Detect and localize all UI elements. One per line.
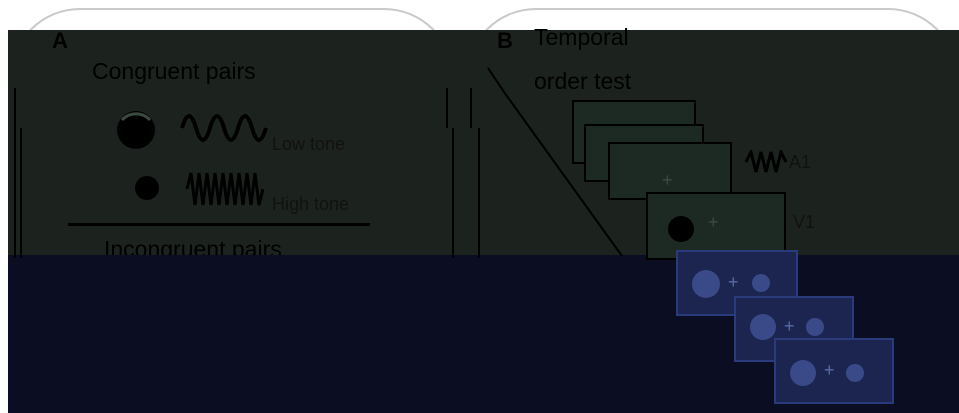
a1-tone-wave-icon bbox=[744, 150, 788, 173]
visual-stimulus-circle-icon bbox=[668, 216, 694, 242]
fixation-cross: + bbox=[824, 360, 835, 380]
fixation-cross: + bbox=[784, 316, 795, 336]
response-circle-left-icon bbox=[790, 360, 816, 386]
response-circle-left-icon bbox=[692, 270, 720, 298]
congruent-heading: Congruent pairs bbox=[92, 58, 256, 84]
label-v1: V1 bbox=[793, 212, 816, 232]
panel-a-left-inner-border bbox=[20, 128, 22, 258]
response-circle-left-icon bbox=[750, 314, 776, 340]
high-tone-label: High tone bbox=[272, 194, 350, 214]
small-circle-stimulus-icon bbox=[135, 176, 159, 200]
response-circle-right-icon bbox=[806, 318, 824, 336]
fixation-cross: + bbox=[708, 212, 719, 232]
panel-a-letter: A bbox=[52, 28, 68, 53]
section-divider bbox=[68, 223, 370, 226]
response-circle-right-icon bbox=[752, 274, 770, 292]
large-circle-stimulus-icon bbox=[117, 111, 155, 149]
panel-a-right-inner-border bbox=[452, 128, 454, 258]
low-tone-label: Low tone bbox=[272, 134, 346, 154]
panel-b-left-inner-border bbox=[478, 128, 480, 258]
upper-dark-band bbox=[8, 30, 959, 255]
panel-b-title-line2: order test bbox=[534, 68, 632, 90]
panel-b-left-border bbox=[470, 88, 472, 128]
trial-screen-a1: + bbox=[608, 142, 732, 200]
fixation-cross: + bbox=[728, 272, 739, 292]
panel-a-right-border bbox=[446, 88, 448, 128]
fixation-cross: + bbox=[662, 170, 673, 190]
time-arrow-icon bbox=[487, 67, 623, 257]
incongruent-heading: Incongruent pairs bbox=[104, 236, 282, 255]
label-a1: A1 bbox=[789, 152, 812, 172]
low-tone-wave-icon bbox=[180, 114, 268, 142]
response-circle-right-icon bbox=[846, 364, 864, 382]
panel-b-title-line1: Temporal bbox=[534, 24, 629, 50]
panel-b-letter: B bbox=[497, 28, 513, 53]
response-screen-3: + bbox=[774, 338, 894, 404]
panel-a-left-border bbox=[14, 88, 16, 258]
high-tone-wave-icon bbox=[185, 172, 265, 206]
